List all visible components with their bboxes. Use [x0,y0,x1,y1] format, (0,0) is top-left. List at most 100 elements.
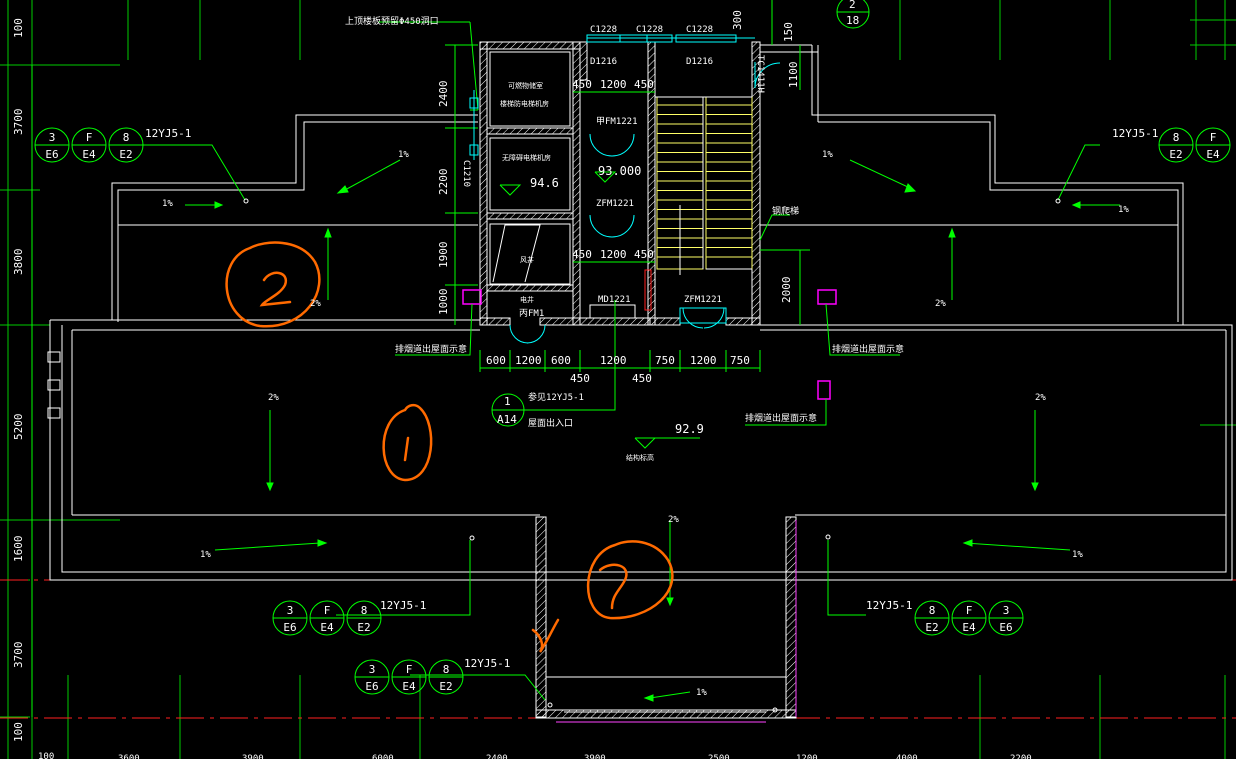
stair-dim-2: 150 [782,22,795,42]
core-dim-3: 1900 [437,242,450,269]
level-core: 94.6 [530,176,559,190]
detail-ref-left-bottom: 12YJ5-1 [380,599,426,612]
axis-bottom-7: 2500 [708,754,730,759]
mid-dim-1: 450 [572,78,592,91]
mid-dim-3: 450 [634,78,654,91]
left-dim-5: 1600 [12,536,25,563]
slope-2: 1% [1118,205,1129,215]
detail-ref-lower-left: 12YJ5-1 [464,657,510,670]
pipes [469,90,479,160]
level-roof: 92.9 [675,422,704,436]
slope-8: 2% [1035,393,1046,403]
detail-tag-sheet: E2 [925,621,938,634]
core-dim-1: 2400 [437,81,450,108]
slope-10: 1% [1072,550,1083,560]
window-label-1: C1228 [590,25,617,35]
detail-tag-sheet: E6 [999,621,1012,634]
left-dim-4: 5200 [12,414,25,441]
detail-tag-number: F [1210,131,1217,144]
roof-exit: 屋面出入口 [528,417,573,429]
mid-dim-2: 1200 [600,78,627,91]
axis-bottom-3: 3900 [242,754,264,759]
room-zfm1221-b: ZFM1221 [684,295,722,305]
left-dim-7: 100 [12,722,25,742]
axis-lines [0,579,1236,719]
detail-tag-number: 8 [443,663,450,676]
room-d1216-right: D1216 [686,57,713,67]
ref-tag [491,0,870,427]
room-mid: 无障碍电梯机房 [502,153,551,162]
axis-bottom-10: 2200 [1010,754,1032,759]
left-dim-3: 3800 [12,249,25,276]
core-dim-2: 2200 [437,169,450,196]
detail-tag-sheet: E6 [45,148,58,161]
detail-tag-sheet: E4 [82,148,96,161]
roof-level-label: 结构标高 [626,453,654,462]
fire-ladder: 钢爬梯 [772,205,799,217]
handwriting [225,241,674,653]
left-dim-6: 3700 [12,642,25,669]
room-zfm1221-a: ZFM1221 [596,199,634,209]
axis-bottom-9: 4000 [896,754,918,759]
detail-tag-number: F [406,663,413,676]
window-label-2: C1228 [636,25,663,35]
left-dim-1: 100 [12,18,25,38]
hatch-label: 上顶楼板预留Φ450洞口 [345,15,439,27]
core-dim-4: 1000 [437,289,450,316]
detail-tag-sheet: E6 [283,621,296,634]
detail-tag-sheet: E2 [357,621,370,634]
room-d1216-left: D1216 [590,57,617,67]
detail-tag-number: 3 [369,663,376,676]
slope-3: 1% [398,150,409,160]
bottom-dim-6: 1200 [690,354,717,367]
lower-box [535,516,797,719]
bottom-dim-7: 750 [730,354,750,367]
roof-outline [49,44,1233,581]
room-jfm1221: 甲FM1221 [596,116,638,127]
slope-12: 2% [668,515,679,525]
axis-tag-num: 2 [849,0,856,11]
stair-dim-1: 300 [731,10,744,30]
slope-7: 2% [268,393,279,403]
ref-12yj: 参见12YJ5-1 [528,391,584,403]
detail-tag-number: 8 [123,131,130,144]
axis-tag-ref: 18 [846,14,859,27]
slope-1: 1% [162,199,173,209]
slope-11: 1% [696,688,707,698]
detail-ref-left-top: 12YJ5-1 [145,127,191,140]
axis-bottom-2: 3600 [118,754,140,759]
doors [509,62,781,344]
stair-dim-3: 1100 [787,62,800,89]
detail-tag-sheet: E4 [320,621,334,634]
smoke-left: 排烟道出屋面示意 [395,343,467,355]
detail-tag-sheet: E2 [1169,148,1182,161]
bottom-dim-3: 600 [551,354,571,367]
axis-bottom-4: 6000 [372,754,394,759]
slope-9: 1% [200,550,211,560]
bottom-dim-5: 750 [655,354,675,367]
axis-bottom-5: 2400 [486,754,508,759]
smoke-right2: 排烟道出屋面示意 [745,412,817,424]
level-stair: 93.000 [598,164,641,178]
detail-tag-sheet: E4 [962,621,976,634]
stair [656,96,753,270]
slope-4: 1% [822,150,833,160]
stair-dim-4: 2000 [780,277,793,304]
detail-tag-number: F [966,604,973,617]
drains [243,198,1061,713]
detail-tag-sheet: E6 [365,680,378,693]
bottom-dim-1: 600 [486,354,506,367]
room-fan: 风井 [520,255,534,264]
bottom-dim-2: 1200 [515,354,542,367]
detail-ref-right-bottom: 12YJ5-1 [866,599,912,612]
room-elec: 电井 [520,295,534,304]
slope-6: 2% [935,299,946,309]
detail-tag-number: 3 [1003,604,1010,617]
ref-num: 1 [504,395,511,408]
axis-bottom-6: 3900 [584,754,606,759]
stair-treads [657,104,752,258]
axis-bottom-8: 1200 [796,754,818,759]
door-frame-mark [644,269,652,311]
room-fm1: 丙FM1 [519,308,544,319]
